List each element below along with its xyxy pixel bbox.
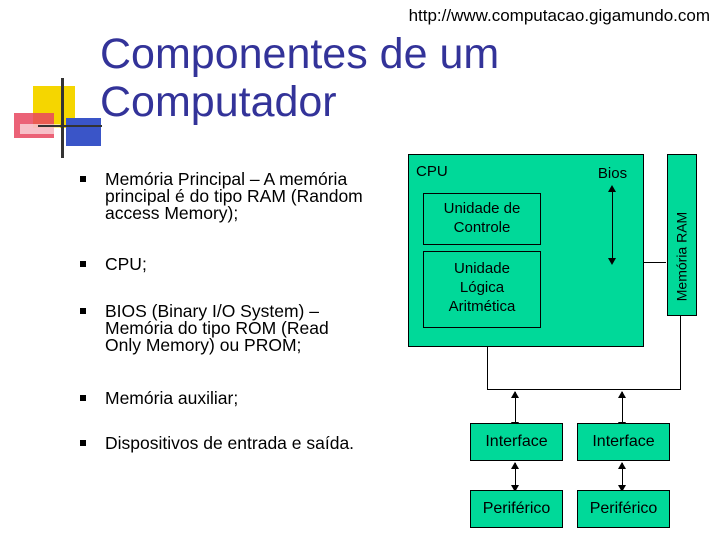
bullet-line: Only Memory) ou PROM; bbox=[105, 335, 302, 355]
cpu-ram-connector bbox=[644, 262, 666, 263]
bullet-line: principal é do tipo RAM (Random bbox=[105, 186, 363, 206]
bullet-icon bbox=[80, 395, 86, 401]
ram-box bbox=[667, 154, 697, 316]
bus-line bbox=[680, 316, 681, 389]
bullet-line: BIOS (Binary I/O System) – bbox=[105, 301, 319, 321]
slide-title: Componentes de um Computador bbox=[100, 30, 499, 126]
bullet-line: Dispositivos de entrada e saída. bbox=[105, 433, 355, 453]
control-unit-label: Unidade de bbox=[443, 200, 521, 217]
source-url: http://www.computacao.gigamundo.com bbox=[408, 6, 710, 25]
arrow-up-icon bbox=[618, 462, 626, 469]
bullet-line: Memória Principal – A memória bbox=[105, 169, 348, 189]
control-unit-box: Unidade de Controle bbox=[423, 193, 541, 245]
bullet-icon bbox=[80, 261, 86, 267]
interface-connector bbox=[515, 392, 516, 428]
peripheral-connector bbox=[515, 463, 516, 490]
interface-right-label: Interface bbox=[592, 433, 655, 450]
peripheral-left-box: Periférico bbox=[470, 490, 563, 528]
bus-line bbox=[487, 389, 681, 390]
bios-label: Bios bbox=[597, 165, 628, 182]
bullet-line: CPU; bbox=[105, 254, 147, 274]
bullet-line: Memória auxiliar; bbox=[105, 388, 239, 408]
control-unit-label: Controle bbox=[453, 219, 511, 236]
alu-box: Unidade Lógica Aritmética bbox=[423, 251, 541, 328]
bullet-icon bbox=[80, 440, 86, 446]
ram-label: Memória RAM bbox=[673, 211, 690, 302]
arrow-down-icon bbox=[511, 485, 519, 492]
bullet-icon bbox=[80, 176, 86, 182]
bus-line bbox=[487, 347, 488, 389]
bios-connector bbox=[612, 188, 613, 260]
alu-label: Lógica bbox=[459, 279, 505, 296]
peripheral-right-label: Periférico bbox=[589, 500, 658, 517]
arrow-down-icon bbox=[608, 258, 616, 265]
bullet-icon bbox=[80, 308, 86, 314]
interface-connector bbox=[622, 392, 623, 428]
arrow-up-icon bbox=[608, 185, 616, 192]
interface-left-box: Interface bbox=[470, 423, 563, 461]
peripheral-left-label: Periférico bbox=[482, 500, 551, 517]
alu-label: Aritmética bbox=[448, 298, 516, 315]
bullet-line: Memória do tipo ROM (Read bbox=[105, 318, 329, 338]
interface-left-label: Interface bbox=[485, 433, 548, 450]
title-line-2: Computador bbox=[100, 78, 337, 126]
cpu-label: CPU bbox=[416, 163, 448, 180]
interface-right-box: Interface bbox=[577, 423, 670, 461]
bullet-line: access Memory); bbox=[105, 203, 239, 223]
arrow-up-icon bbox=[511, 462, 519, 469]
arrow-up-icon bbox=[511, 391, 519, 398]
peripheral-right-box: Periférico bbox=[577, 490, 670, 528]
alu-label: Unidade bbox=[454, 260, 510, 277]
arrow-down-icon bbox=[618, 485, 626, 492]
peripheral-connector bbox=[622, 463, 623, 490]
title-line-1: Componentes de um bbox=[100, 30, 500, 78]
arrow-up-icon bbox=[618, 391, 626, 398]
